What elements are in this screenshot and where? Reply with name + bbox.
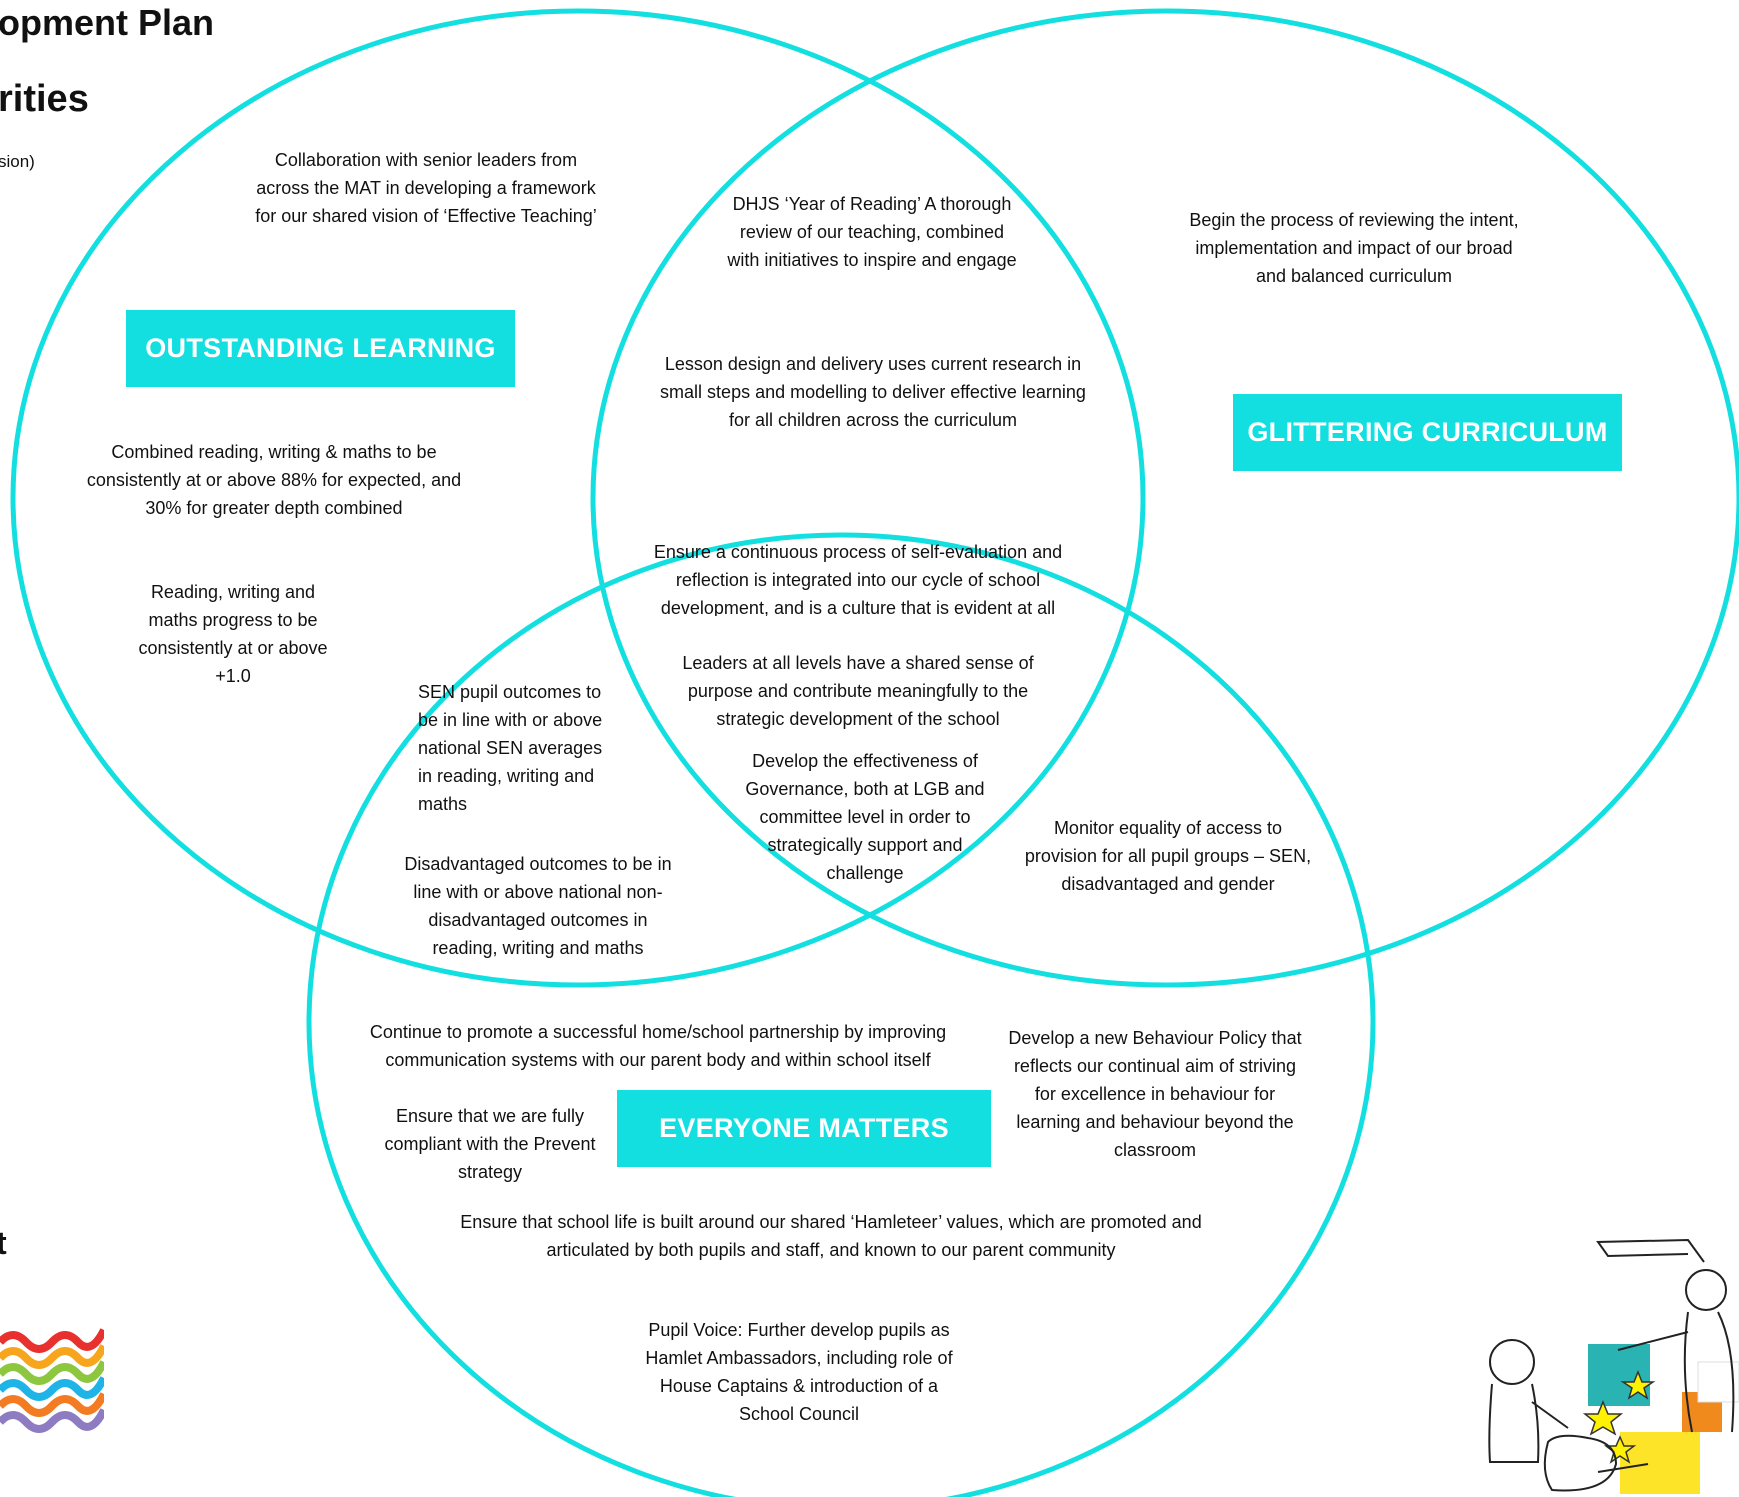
label-outstanding-learning: OUTSTANDING LEARNING xyxy=(126,310,515,387)
page-title: opment Plan xyxy=(0,2,215,43)
text-curriculum-review: Begin the process of reviewing the inten… xyxy=(1189,210,1519,286)
label-glittering-curriculum: GLITTERING CURRICULUM xyxy=(1233,394,1622,471)
text-leaders: Leaders at all levels have a shared sens… xyxy=(682,653,1034,729)
text-home-school: Continue to promote a successful home/sc… xyxy=(369,1022,947,1070)
label-everyone-matters: EVERYONE MATTERS xyxy=(617,1090,991,1167)
logo-wave-orange xyxy=(0,1392,104,1417)
circle-everyone-matters xyxy=(306,532,1376,1497)
logo-wave-purple xyxy=(0,1408,104,1433)
text-year-of-reading: DHJS ‘Year of Reading’ A thorough review… xyxy=(727,194,1017,270)
text-collaboration: Collaboration with senior leaders from a… xyxy=(255,150,597,226)
page-subtitle: rities xyxy=(0,78,89,120)
text-progress-targets: Reading, writing and maths progress to b… xyxy=(138,582,328,686)
text-disadvantaged-outcomes: Disadvantaged outcomes to be in line wit… xyxy=(404,854,672,958)
circle-outstanding-learning xyxy=(10,8,1146,988)
text-behaviour-policy: Develop a new Behaviour Policy that refl… xyxy=(1008,1028,1302,1160)
text-lesson-design: Lesson design and delivery uses current … xyxy=(660,354,1086,430)
page-note: sion) xyxy=(0,152,35,171)
circle-glittering-curriculum xyxy=(590,8,1739,988)
text-pupil-voice: Pupil Voice: Further develop pupils as H… xyxy=(645,1320,953,1424)
logo-wave-red xyxy=(0,1328,104,1353)
text-hamleteer-values: Ensure that school life is built around … xyxy=(460,1212,1202,1260)
text-self-evaluation: Ensure a continuous process of self-eval… xyxy=(653,542,1063,616)
footer-heading: t xyxy=(0,1225,7,1261)
text-combined-targets: Combined reading, writing & maths to be … xyxy=(86,442,462,518)
children-illustration xyxy=(1488,1238,1739,1494)
logo-wave-blue xyxy=(0,1376,104,1401)
text-monitor-equality: Monitor equality of access to provision … xyxy=(1024,818,1312,894)
text-governance: Develop the effectiveness of Governance,… xyxy=(745,751,985,883)
logo-wave-amber xyxy=(0,1344,104,1369)
logo-wave-green xyxy=(0,1360,104,1385)
school-logo xyxy=(0,1328,104,1433)
text-prevent: Ensure that we are fully compliant with … xyxy=(384,1106,596,1182)
text-sen-outcomes: SEN pupil outcomes to be in line with or… xyxy=(418,682,603,814)
